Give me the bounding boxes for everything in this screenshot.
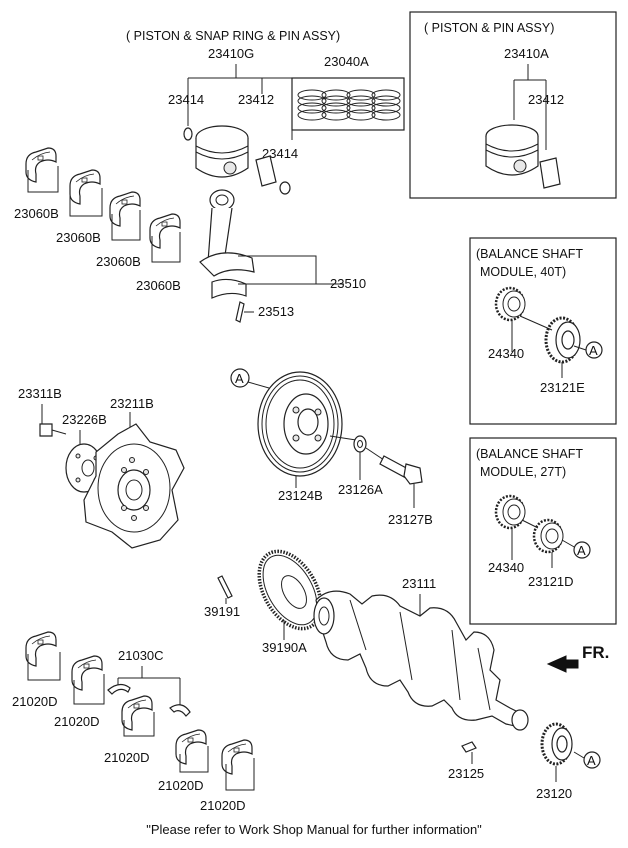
part-24340-27t: 24340 bbox=[488, 560, 524, 575]
gear-23121E bbox=[544, 316, 581, 364]
header-piston-snap-ring-pin-assy: ( PISTON & SNAP RING & PIN ASSY) bbox=[126, 29, 340, 43]
part-23414-right: 23414 bbox=[262, 146, 298, 161]
part-23410A: 23410A bbox=[504, 46, 549, 61]
part-23120: 23120 bbox=[536, 786, 572, 801]
part-21030C: 21030C bbox=[118, 648, 164, 663]
ref-marker-a-sprocket bbox=[583, 751, 601, 769]
part-21020D-5: 21020D bbox=[200, 798, 246, 813]
gear-24340-27t bbox=[494, 494, 527, 530]
part-23410G: 23410G bbox=[208, 46, 254, 61]
front-label: FR. bbox=[582, 643, 609, 662]
header-balance-40t-line1: (BALANCE SHAFT bbox=[476, 247, 583, 261]
ref-marker-a-27t-label: A bbox=[577, 543, 586, 558]
pin-39191 bbox=[217, 575, 233, 599]
connecting-rod-drawing bbox=[199, 189, 255, 323]
part-23060B-2: 23060B bbox=[56, 230, 101, 245]
part-21020D-2: 21020D bbox=[54, 714, 100, 729]
main-bearing-21020D-1 bbox=[25, 631, 57, 667]
part-23121D: 23121D bbox=[528, 574, 574, 589]
sprocket-23120 bbox=[540, 722, 573, 766]
ref-marker-a-pulley-label: A bbox=[235, 371, 244, 386]
bolt-23311B bbox=[39, 423, 67, 437]
key-23125 bbox=[461, 741, 477, 753]
header-balance-27t-line1: (BALANCE SHAFT bbox=[476, 447, 583, 461]
part-23226B: 23226B bbox=[62, 412, 107, 427]
part-23040A: 23040A bbox=[324, 54, 369, 69]
footer-note: "Please refer to Work Shop Manual for fu… bbox=[146, 822, 482, 837]
header-balance-27t-line2: MODULE, 27T) bbox=[480, 465, 566, 479]
part-23060B-4: 23060B bbox=[136, 278, 181, 293]
main-bearing-21020D-2 bbox=[71, 655, 103, 691]
balance-shaft-27t-box bbox=[469, 437, 617, 625]
piston-pin-assy-box bbox=[409, 11, 617, 199]
part-21020D-4: 21020D bbox=[158, 778, 204, 793]
part-23126A: 23126A bbox=[338, 482, 383, 497]
bolt-23127B bbox=[379, 455, 423, 485]
flex-plate-23211B bbox=[83, 423, 185, 549]
bearing-23060B-1 bbox=[25, 147, 57, 183]
piston-rings-drawing bbox=[291, 77, 405, 131]
balance-shaft-40t-box bbox=[469, 237, 617, 425]
part-23060B-1: 23060B bbox=[14, 206, 59, 221]
header-balance-40t-line2: MODULE, 40T) bbox=[480, 265, 566, 279]
piston-left-drawing bbox=[183, 125, 291, 195]
part-23414-left: 23414 bbox=[168, 92, 204, 107]
bearing-23060B-4 bbox=[149, 213, 181, 249]
bearing-23060B-3 bbox=[109, 191, 141, 227]
part-23125: 23125 bbox=[448, 766, 484, 781]
part-39191: 39191 bbox=[204, 604, 240, 619]
gear-24340-40t bbox=[494, 286, 527, 322]
thrust-washer-right bbox=[169, 704, 191, 717]
part-23513: 23513 bbox=[258, 304, 294, 319]
part-39190A: 39190A bbox=[262, 640, 307, 655]
part-21020D-1: 21020D bbox=[12, 694, 58, 709]
part-23412-right: 23412 bbox=[528, 92, 564, 107]
ref-marker-a-27t bbox=[573, 541, 591, 559]
front-arrow-icon bbox=[546, 655, 579, 673]
crank-pulley-drawing bbox=[257, 371, 343, 477]
ref-marker-a-pulley bbox=[230, 368, 250, 388]
gear-23121D bbox=[532, 518, 565, 554]
part-21020D-3: 21020D bbox=[104, 750, 150, 765]
main-bearing-21020D-3 bbox=[121, 695, 153, 731]
thrust-washer-left bbox=[107, 683, 131, 695]
part-24340-40t: 24340 bbox=[488, 346, 524, 361]
part-23060B-3: 23060B bbox=[96, 254, 141, 269]
ref-marker-a-40t bbox=[585, 341, 603, 359]
part-23311B: 23311B bbox=[18, 386, 62, 401]
plate-23226B bbox=[65, 443, 103, 493]
washer-23126A bbox=[353, 435, 367, 453]
ref-marker-a-40t-label: A bbox=[589, 343, 598, 358]
part-23211B: 23211B bbox=[110, 396, 154, 411]
part-23412-left: 23412 bbox=[238, 92, 274, 107]
ref-marker-a-sprocket-label: A bbox=[587, 753, 596, 768]
header-piston-pin-assy: ( PISTON & PIN ASSY) bbox=[424, 21, 554, 35]
part-23124B: 23124B bbox=[278, 488, 323, 503]
part-23111: 23111 bbox=[402, 576, 436, 591]
bearing-23060B-2 bbox=[69, 169, 101, 205]
ring-gear-39190A bbox=[257, 549, 323, 631]
piston-right-drawing bbox=[485, 124, 561, 189]
part-23510: 23510 bbox=[330, 276, 366, 291]
crankshaft-drawing bbox=[313, 590, 529, 731]
part-23121E: 23121E bbox=[540, 380, 585, 395]
part-23127B: 23127B bbox=[388, 512, 433, 527]
